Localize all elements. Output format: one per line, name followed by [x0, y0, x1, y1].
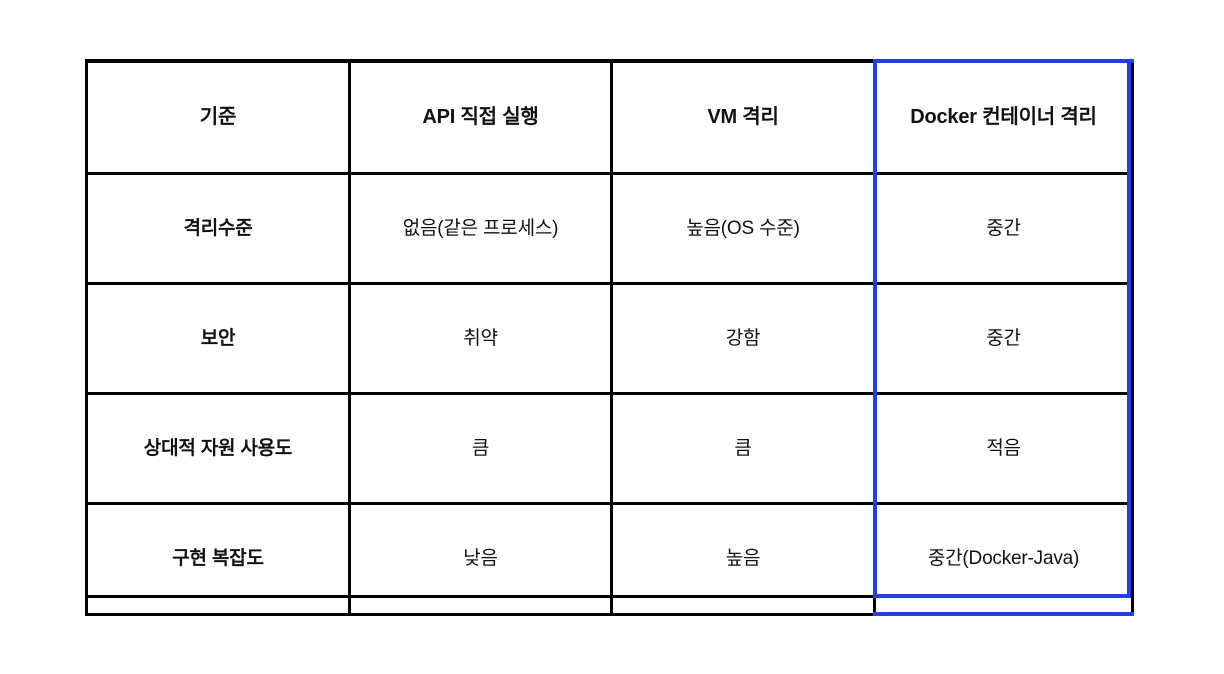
table-row: 구현 복잡도 낮음 높음 중간(Docker-Java): [85, 502, 1134, 616]
table-row: 상대적 자원 사용도 큼 큼 적음: [85, 392, 1134, 505]
cell-security-vm: 강함: [610, 282, 876, 395]
table-row: 격리수준 없음(같은 프로세스) 높음(OS 수준) 중간: [85, 172, 1134, 285]
comparison-table-container: 기준 API 직접 실행 VM 격리 Docker 컨테이너 격리 격리수준 없…: [85, 59, 1134, 616]
row-label-implementation-complexity: 구현 복잡도: [85, 502, 351, 616]
cell-isolation-level-docker: 중간: [873, 172, 1134, 285]
column-header-vm: VM 격리: [610, 59, 876, 175]
cell-implementation-complexity-api: 낮음: [348, 502, 613, 616]
cell-relative-resource-usage-docker: 적음: [873, 392, 1134, 505]
cell-security-docker: 중간: [873, 282, 1134, 395]
column-header-api: API 직접 실행: [348, 59, 613, 175]
cell-isolation-level-vm: 높음(OS 수준): [610, 172, 876, 285]
column-header-docker: Docker 컨테이너 격리: [873, 59, 1134, 175]
row-label-relative-resource-usage: 상대적 자원 사용도: [85, 392, 351, 505]
cell-relative-resource-usage-vm: 큼: [610, 392, 876, 505]
table-header-row: 기준 API 직접 실행 VM 격리 Docker 컨테이너 격리: [85, 59, 1134, 175]
column-header-criteria: 기준: [85, 59, 351, 175]
cell-implementation-complexity-docker: 중간(Docker-Java): [873, 502, 1134, 616]
cell-implementation-complexity-vm: 높음: [610, 502, 876, 616]
cell-isolation-level-api: 없음(같은 프로세스): [348, 172, 613, 285]
cell-security-api: 취약: [348, 282, 613, 395]
table-row: 보안 취약 강함 중간: [85, 282, 1134, 395]
cell-relative-resource-usage-api: 큼: [348, 392, 613, 505]
comparison-table: 기준 API 직접 실행 VM 격리 Docker 컨테이너 격리 격리수준 없…: [85, 59, 1134, 616]
row-label-isolation-level: 격리수준: [85, 172, 351, 285]
row-label-security: 보안: [85, 282, 351, 395]
